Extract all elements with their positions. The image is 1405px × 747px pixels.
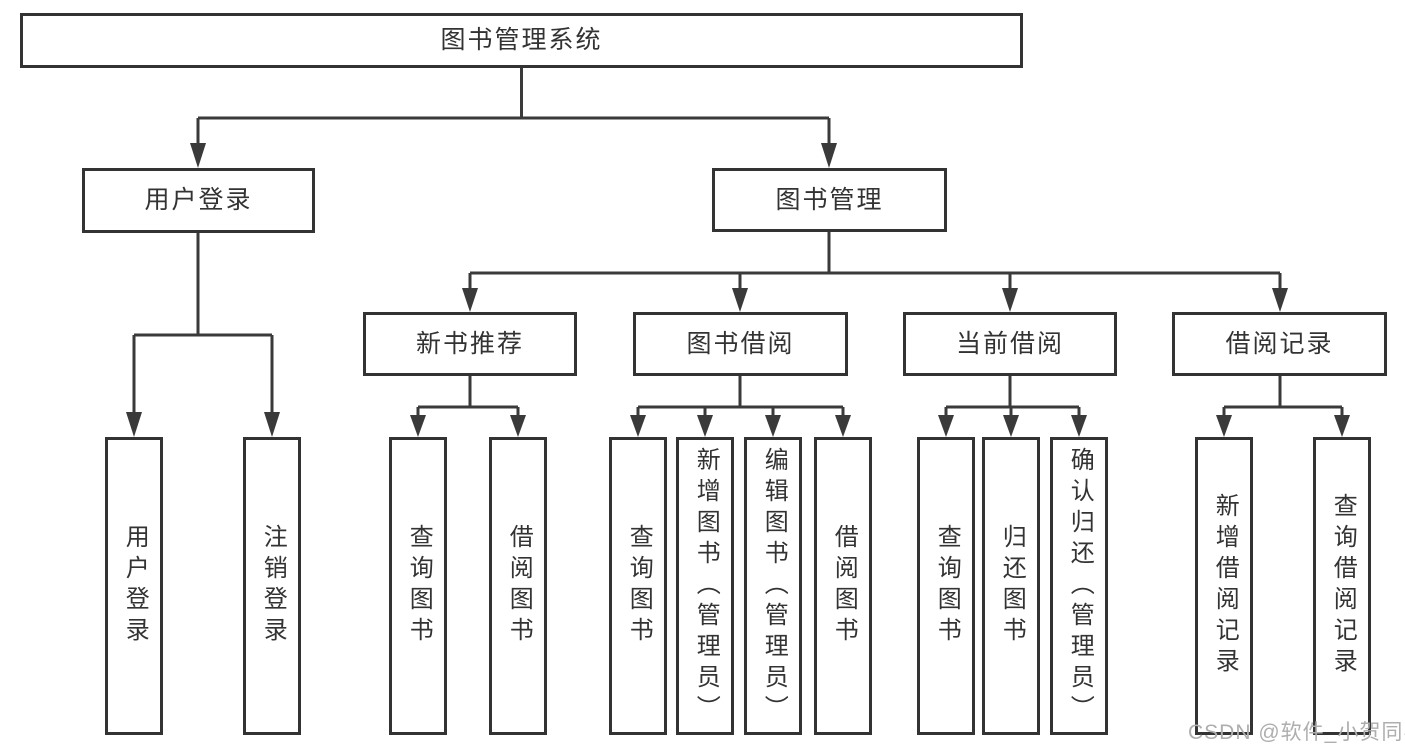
arrowheads bbox=[126, 143, 1350, 437]
leaf-box-logout: 注销登录 bbox=[243, 437, 301, 735]
leaf-box-user-login: 用户登录 bbox=[105, 437, 163, 735]
leaf-box-return-books: 归还图书 bbox=[982, 437, 1040, 735]
branch-box-borrow-records: 借阅记录 bbox=[1172, 312, 1387, 376]
branch-box-book-borrow: 图书借阅 bbox=[633, 312, 848, 376]
branch-box-book-management: 图书管理 bbox=[712, 168, 947, 232]
csdn-watermark: CSDN @软件_小贺同学 bbox=[1188, 721, 1405, 744]
leaf-box-add-books-admin: 新增图书（管理员） bbox=[676, 437, 734, 735]
leaf-box-query-books-2: 查询图书 bbox=[609, 437, 667, 735]
leaf-box-query-books-3: 查询图书 bbox=[917, 437, 975, 735]
branch-box-new-book-recommend: 新书推荐 bbox=[363, 312, 577, 376]
leaf-box-query-borrow-record: 查询借阅记录 bbox=[1313, 437, 1371, 735]
leaf-box-edit-books-admin: 编辑图书（管理员） bbox=[744, 437, 802, 735]
root-box-library-system: 图书管理系统 bbox=[20, 13, 1023, 68]
leaf-box-confirm-return-admin: 确认归还（管理员） bbox=[1050, 437, 1108, 735]
leaf-box-query-books-1: 查询图书 bbox=[389, 437, 447, 735]
leaf-box-borrow-books-2: 借阅图书 bbox=[814, 437, 872, 735]
branch-box-current-borrow: 当前借阅 bbox=[903, 312, 1117, 376]
branch-box-user-login: 用户登录 bbox=[82, 168, 315, 233]
leaf-box-borrow-books-1: 借阅图书 bbox=[489, 437, 547, 735]
leaf-box-add-borrow-record: 新增借阅记录 bbox=[1195, 437, 1253, 735]
